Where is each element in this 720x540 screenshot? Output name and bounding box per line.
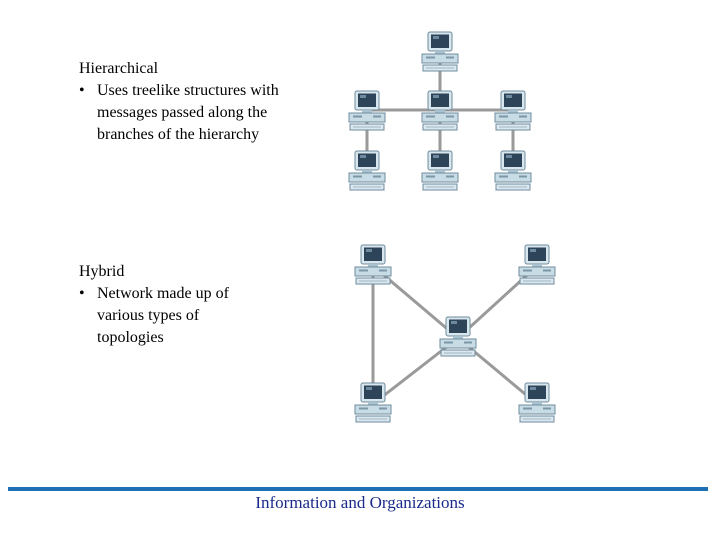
hybrid-heading: Hybrid	[79, 263, 125, 280]
hybrid-bullet: • Network made up of various types of to…	[79, 283, 257, 349]
desktop-computer-icon	[494, 150, 532, 191]
hierarchical-description: Hierarchical • Uses treelike structures …	[79, 58, 307, 146]
bullet-marker: •	[79, 82, 85, 99]
desktop-computer-icon	[518, 382, 556, 423]
footer-title: Information and Organizations	[255, 493, 465, 512]
hierarchical-heading: Hierarchical	[79, 60, 159, 77]
desktop-computer-icon	[421, 150, 459, 191]
desktop-computer-icon	[354, 244, 392, 285]
bullet-marker: •	[79, 285, 85, 302]
hierarchical-bullet: • Uses treelike structures with messages…	[79, 80, 307, 146]
footer-divider	[8, 487, 708, 491]
desktop-computer-icon	[348, 150, 386, 191]
desktop-computer-icon	[439, 316, 477, 357]
desktop-computer-icon	[518, 244, 556, 285]
desktop-computer-icon	[354, 382, 392, 423]
hybrid-bullet-text: Network made up of various types of topo…	[97, 285, 229, 346]
hybrid-description: Hybrid • Network made up of various type…	[79, 261, 257, 349]
desktop-computer-icon	[421, 31, 459, 72]
hierarchical-bullet-text: Uses treelike structures with messages p…	[97, 82, 279, 143]
